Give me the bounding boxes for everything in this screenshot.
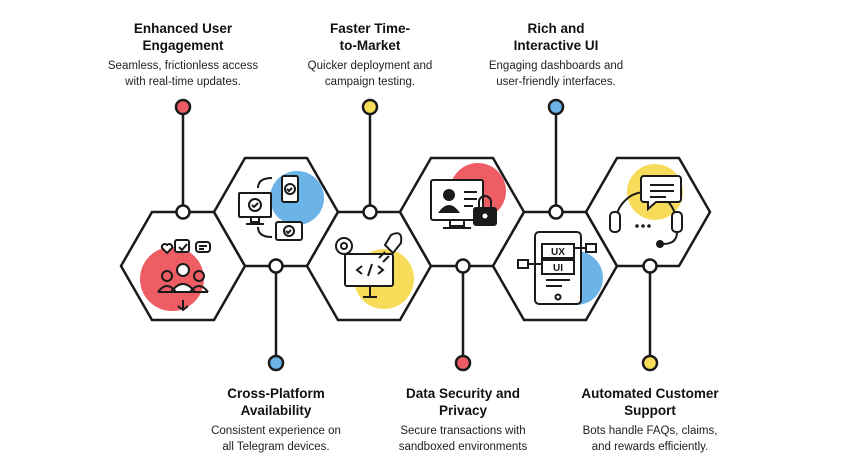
- junction-engagement: [175, 204, 191, 220]
- title-line: Engagement: [142, 38, 224, 53]
- feature-title: Faster Time- to-Market: [275, 20, 465, 54]
- feature-title: Data Security and Privacy: [368, 385, 558, 419]
- cross-device-icon: [238, 175, 303, 241]
- feature-cross-platform: Cross-Platform Availability Consistent e…: [181, 385, 371, 455]
- junction-support: [642, 258, 658, 274]
- junction-time-to-market: [362, 204, 378, 220]
- secure-lock-icon: [430, 179, 497, 229]
- junction-cross-platform: [268, 258, 284, 274]
- junction-security: [455, 258, 471, 274]
- dot-rich-ui: [547, 98, 565, 116]
- description-line: user-friendly interfaces.: [496, 76, 616, 88]
- description-line: with real-time updates.: [125, 76, 241, 88]
- hexagon-time-to-market: [305, 210, 433, 322]
- junction-rich-ui: [548, 204, 564, 220]
- dot-time-to-market: [361, 98, 379, 116]
- dot-support: [641, 354, 659, 372]
- description-line: sandboxed environments: [398, 441, 528, 453]
- feature-title: Enhanced User Engagement: [88, 20, 278, 54]
- title-line: Rich and: [527, 21, 585, 36]
- hexagon-rich-ui: UX UI: [491, 210, 619, 322]
- feature-security: Data Security and Privacy Secure transac…: [368, 385, 558, 455]
- junctions: [175, 204, 658, 274]
- feature-description: Secure transactions with sandboxed envir…: [368, 423, 558, 455]
- feature-title: Rich and Interactive UI: [461, 20, 651, 54]
- dot-security: [454, 354, 472, 372]
- ui-label: UI: [553, 263, 563, 274]
- title-line: Faster Time-: [329, 21, 411, 36]
- title-line: Privacy: [438, 403, 488, 418]
- user-engagement-icon: [157, 239, 211, 312]
- feature-description: Quicker deployment and campaign testing.: [275, 58, 465, 90]
- ux-label: UX: [551, 247, 565, 258]
- description-line: Quicker deployment and: [307, 60, 433, 72]
- title-line: Automated Customer: [581, 386, 719, 401]
- hexagon-support: [584, 156, 712, 268]
- end-dots: [174, 98, 659, 372]
- dot-cross-platform: [267, 354, 285, 372]
- feature-rich-ui: Rich and Interactive UI Engaging dashboa…: [461, 20, 651, 90]
- description-line: campaign testing.: [324, 76, 416, 88]
- dot-engagement: [174, 98, 192, 116]
- description-line: Bots handle FAQs, claims,: [582, 425, 718, 437]
- ux-ui-tablet-icon: UX UI: [517, 231, 597, 305]
- hexagon-security: [398, 156, 526, 268]
- feature-description: Bots handle FAQs, claims, and rewards ef…: [555, 423, 745, 455]
- title-line: Data Security and: [405, 386, 521, 401]
- title-line: Interactive UI: [513, 38, 599, 53]
- hexagon-engagement: [119, 210, 247, 322]
- feature-support: Automated Customer Support Bots handle F…: [555, 385, 745, 455]
- feature-engagement: Enhanced User Engagement Seamless, frict…: [88, 20, 278, 90]
- feature-description: Engaging dashboards and user-friendly in…: [461, 58, 651, 90]
- title-line: Availability: [240, 403, 312, 418]
- feature-description: Consistent experience on all Telegram de…: [181, 423, 371, 455]
- feature-title: Automated Customer Support: [555, 385, 745, 419]
- connectors: [181, 107, 652, 363]
- hexagon-cross-platform: [212, 156, 340, 268]
- rocket-launch-icon: [335, 232, 403, 298]
- description-line: all Telegram devices.: [222, 441, 330, 453]
- description-line: Secure transactions with: [400, 425, 526, 437]
- description-line: Seamless, frictionless access: [107, 60, 259, 72]
- description-line: and rewards efficiently.: [591, 441, 709, 453]
- title-line: Enhanced User: [133, 21, 233, 36]
- title-line: Support: [624, 403, 676, 418]
- support-chat-icon: [609, 175, 683, 248]
- description-line: Consistent experience on: [211, 425, 341, 437]
- title-line: Cross-Platform: [227, 386, 325, 401]
- feature-description: Seamless, frictionless access with real-…: [88, 58, 278, 90]
- description-line: Engaging dashboards and: [488, 60, 624, 72]
- feature-title: Cross-Platform Availability: [181, 385, 371, 419]
- title-line: to-Market: [339, 38, 401, 53]
- feature-time-to-market: Faster Time- to-Market Quicker deploymen…: [275, 20, 465, 90]
